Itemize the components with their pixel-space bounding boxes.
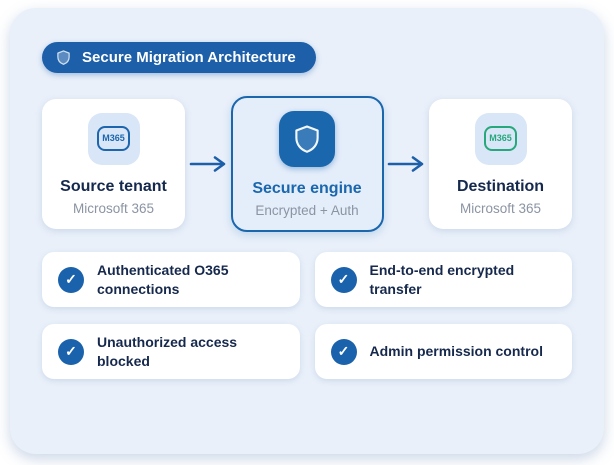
feature-item: ✓ Admin permission control [314,324,572,379]
feature-item: ✓ Unauthorized access blocked [42,324,300,379]
check-icon: ✓ [58,338,84,365]
destination-subtitle: Microsoft 365 [459,200,542,216]
feature-label: Unauthorized access blocked [97,334,238,369]
source-tenant-title: Source tenant [60,177,167,195]
source-tenant-subtitle: Microsoft 365 [72,200,155,216]
feature-label: Authenticated O365 connections [97,262,229,297]
check-icon: ✓ [330,338,357,365]
feature-item: ✓ Authenticated O365 connections [42,252,300,307]
feature-label: Admin permission control [369,343,543,360]
shield-icon [279,110,335,167]
arrow-right-icon [387,155,425,173]
secure-engine-card: Secure engine Encrypted + Auth [230,96,384,232]
m365-badge-icon: M365 [474,112,527,165]
m365-label: M365 [97,126,130,151]
check-icon: ✓ [58,266,84,293]
source-tenant-card: M365 Source tenant Microsoft 365 [42,99,185,229]
m365-badge-icon: M365 [87,112,140,165]
migration-flow: M365 Source tenant Microsoft 365 Secure … [42,96,572,232]
arrow-right-icon [189,155,227,173]
secure-engine-title: Secure engine [252,179,362,197]
header-badge-label: Secure Migration Architecture [82,49,296,66]
feature-item: ✓ End-to-end encrypted transfer [314,252,572,307]
header-badge: Secure Migration Architecture [42,42,316,73]
feature-label: End-to-end encrypted transfer [369,262,515,297]
security-features-grid: ✓ Authenticated O365 connections ✓ End-t… [42,252,572,379]
secure-engine-subtitle: Encrypted + Auth [255,202,359,218]
m365-label: M365 [484,126,517,151]
destination-title: Destination [456,177,545,195]
check-icon: ✓ [330,266,357,293]
destination-card: M365 Destination Microsoft 365 [429,99,572,229]
migration-architecture-panel: Secure Migration Architecture M365 Sourc… [10,8,604,454]
shield-icon [56,49,71,66]
